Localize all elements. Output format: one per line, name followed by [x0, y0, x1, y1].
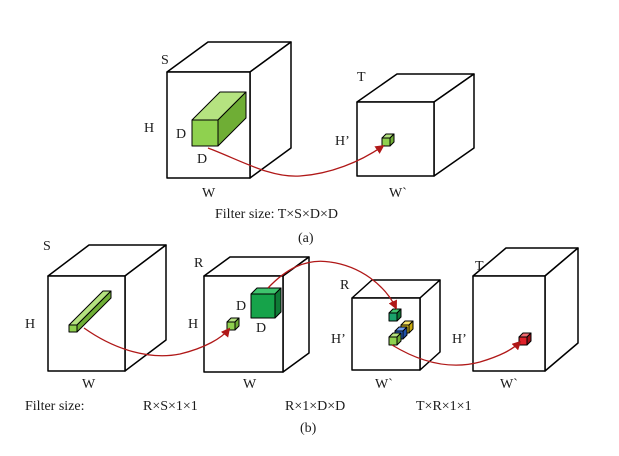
caption-b: (b)	[300, 421, 317, 436]
label-b3-h-prime: H’	[331, 332, 346, 347]
voxel-cube-3-top	[388, 308, 402, 322]
label-a-s: S	[161, 53, 169, 68]
label-a-filter-d-bottom: D	[197, 152, 207, 167]
label-a-w: W	[202, 186, 216, 201]
mapping-arrow-a	[207, 144, 385, 177]
input-cube-a	[166, 41, 292, 179]
label-b4-t: T	[475, 259, 484, 274]
label-b2-r: R	[194, 256, 204, 271]
label-b1-w: W	[82, 377, 96, 392]
arrow-b-1	[83, 327, 231, 357]
output-cube-a	[356, 73, 475, 177]
label-a-w-prime: W`	[389, 186, 407, 201]
cube-4-b	[472, 247, 579, 372]
output-voxel-a	[381, 133, 395, 147]
filter-size-b-2: R×1×D×D	[285, 399, 345, 414]
label-b2-w: W	[243, 377, 257, 392]
label-a-h-prime: H’	[335, 134, 350, 149]
filter-size-b-3: T×R×1×1	[416, 399, 472, 414]
label-b4-h-prime: H’	[452, 332, 467, 347]
part-a: S H D D W T H’ W` Filter size: T×S×D×D (…	[144, 41, 475, 246]
arrow-b-2	[267, 260, 397, 310]
label-b2-h: H	[188, 317, 198, 332]
label-a-filter-d-side: D	[176, 127, 186, 142]
label-b2-filter-d-side: D	[236, 299, 246, 314]
voxel-stack-cube-3	[388, 320, 414, 346]
label-b1-h: H	[25, 317, 35, 332]
label-b1-s: S	[43, 239, 51, 254]
label-b3-w-prime: W`	[375, 377, 393, 392]
label-b2-filter-d-bottom: D	[256, 321, 266, 336]
filter-size-b-label: Filter size:	[25, 399, 85, 414]
voxel-cube-2	[226, 317, 240, 331]
filter-size-b-1: R×S×1×1	[143, 399, 198, 414]
label-b4-w-prime: W`	[500, 377, 518, 392]
label-a-t: T	[357, 70, 366, 85]
cube-3-b	[351, 279, 441, 371]
red-voxel-cube-4	[518, 332, 532, 346]
cube-1-b	[47, 244, 167, 372]
filter-block-a	[191, 91, 247, 147]
dxd-filter-b	[250, 287, 282, 319]
label-b3-r: R	[340, 278, 350, 293]
filter-size-a: Filter size: T×S×D×D	[215, 207, 338, 222]
filter-block-front	[191, 119, 219, 147]
part-b: S H W R H W D D R H’ W` T H’ W` Filter s…	[25, 239, 579, 436]
bar-filter-b	[68, 290, 112, 333]
arrow-b-3	[391, 340, 522, 366]
caption-a: (a)	[298, 231, 314, 246]
label-a-h: H	[144, 121, 154, 136]
